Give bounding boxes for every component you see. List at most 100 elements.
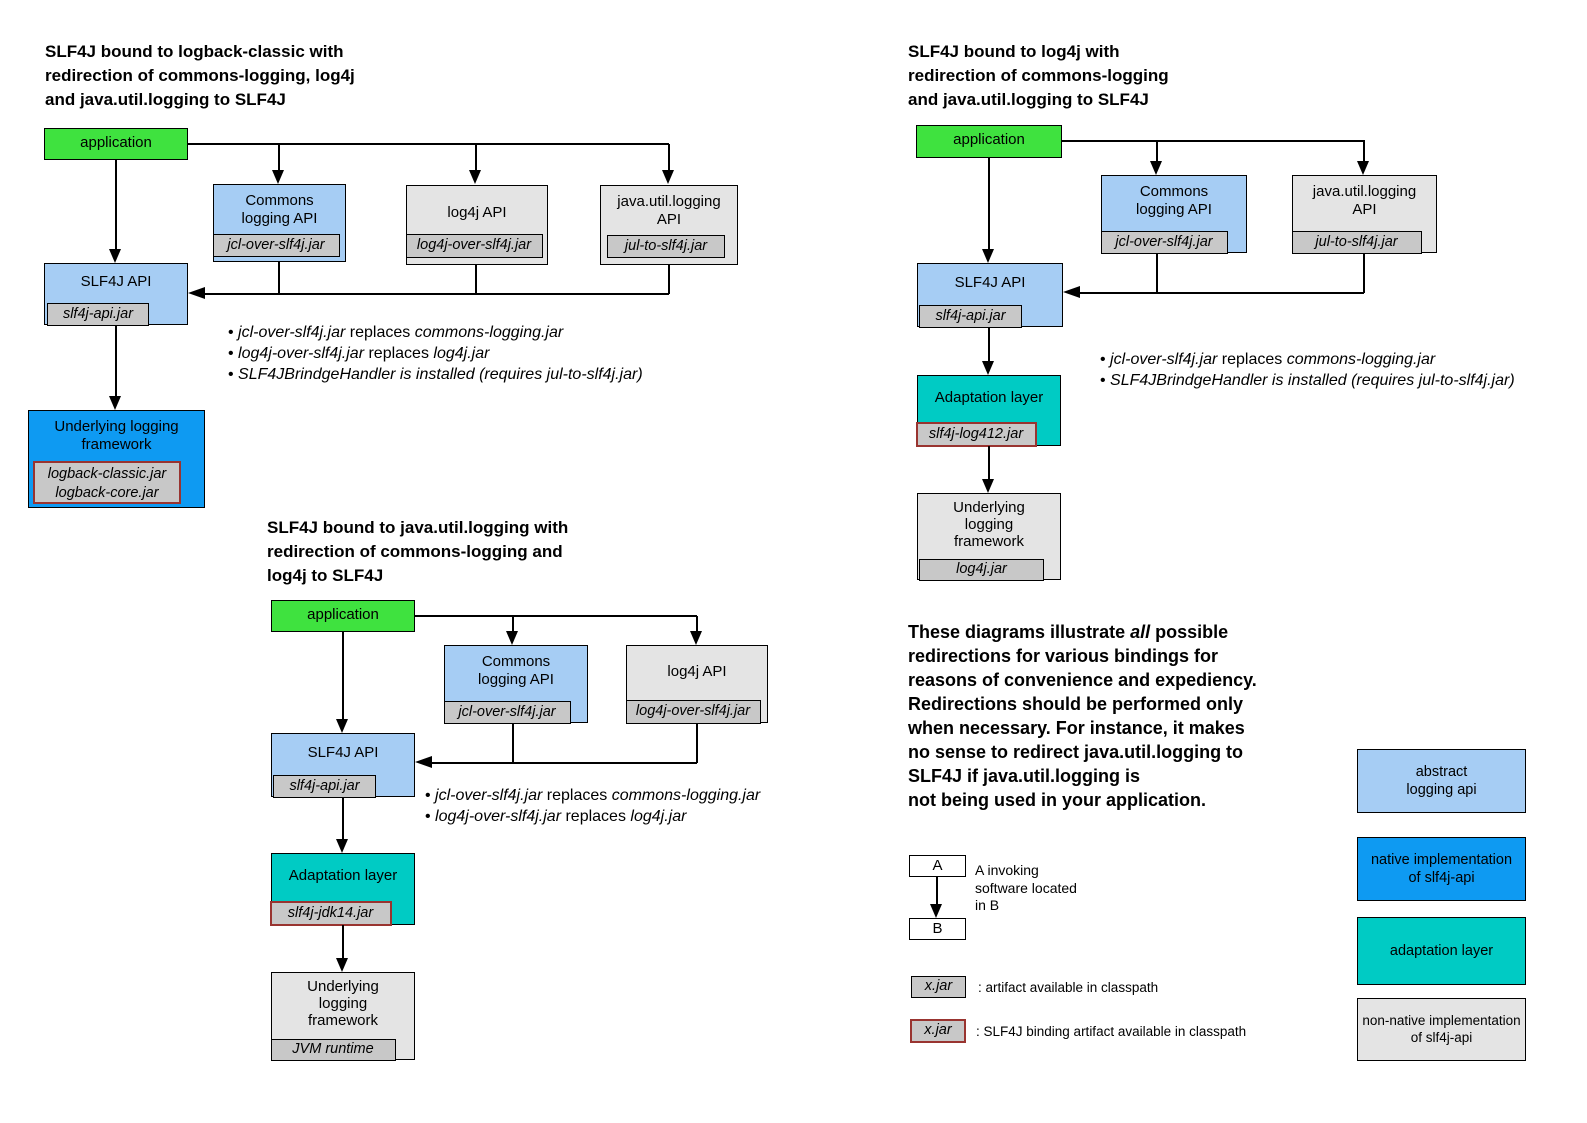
connector-line — [342, 797, 344, 839]
d2-commons-logging-api-box: Commons logging API jcl-over-slf4j.jar — [1100, 175, 1247, 254]
d1-bullet-1: • jcl-over-slf4j.jar replaces commons-lo… — [228, 324, 564, 341]
connector-line — [278, 144, 280, 171]
d3-application-label: application — [307, 606, 379, 623]
d3-bullet-1: • jcl-over-slf4j.jar replaces commons-lo… — [425, 787, 761, 804]
d1-slf4j-api-label: SLF4J API — [80, 273, 152, 290]
d3-bullet-notes: • jcl-over-slf4j.jar replaces commons-lo… — [425, 785, 760, 827]
legend-b-label: B — [932, 920, 943, 937]
connector-line — [278, 262, 280, 294]
arrowhead-left — [188, 287, 205, 299]
diagram1-title: SLF4J bound to logback-classic with redi… — [45, 42, 355, 109]
connector-line — [342, 632, 344, 719]
connector-line — [988, 327, 990, 361]
arrowhead-down — [469, 170, 481, 184]
d2-application-label: application — [953, 131, 1025, 148]
diagram2-title: SLF4J bound to log4j with redirection of… — [908, 42, 1169, 109]
d1-application-label: application — [80, 134, 152, 151]
legend-adaptation-layer-box: adaptation layer — [1357, 917, 1526, 985]
legend-adaptation-layer-label: adaptation layer — [1389, 943, 1494, 959]
d3-commons-logging-api-box: Commons logging API jcl-over-slf4j.jar — [443, 645, 588, 724]
d2-underlying-framework-label: Underlying logging framework — [953, 499, 1025, 550]
arrowhead-down — [982, 249, 994, 263]
connector-line — [696, 723, 698, 763]
d2-bullet-2: • SLF4JBrindgeHandler is installed (requ… — [1100, 372, 1515, 389]
connector-line — [1363, 253, 1365, 293]
d1-log4j-api-box: log4j API log4j-over-slf4j.jar — [405, 185, 548, 265]
d1-bullet-3: • SLF4JBrindgeHandler is installed (requ… — [228, 366, 643, 383]
legend-abstract-api-label: abstract logging api — [1406, 764, 1477, 798]
arrowhead-down — [690, 631, 702, 645]
connector-line — [512, 723, 514, 763]
arrowhead-down — [272, 170, 284, 184]
d2-slf4j-api-box: SLF4J API slf4j-api.jar — [917, 263, 1063, 328]
arrowhead-down — [336, 719, 348, 733]
d3-slf4j-api-jar-tag: slf4j-api.jar — [273, 774, 376, 798]
d1-jcl-over-slf4j-jar-tag: jcl-over-slf4j.jar — [212, 234, 340, 257]
legend-a-box: A — [909, 855, 966, 877]
d3-jvm-runtime-jar-tag: JVM runtime — [270, 1038, 396, 1061]
d1-log4j-over-slf4j-jar-tag: log4j-over-slf4j.jar — [405, 234, 543, 258]
connector-line — [696, 616, 698, 632]
legend-xjar-binding-box: x.jar — [910, 1019, 966, 1043]
d3-log4j-api-label: log4j API — [667, 663, 727, 680]
d1-slf4j-api-jar-tag: slf4j-api.jar — [47, 302, 149, 326]
connector-line — [475, 265, 477, 294]
d1-jul-api-box: java.util.logging API jul-to-slf4j.jar — [600, 185, 738, 265]
d3-commons-logging-api-label: Commons logging API — [478, 653, 554, 688]
connector-line — [1080, 292, 1364, 294]
legend-native-impl-label: native implementation of slf4j-api — [1370, 852, 1513, 886]
d2-jul-api-box: java.util.logging API jul-to-slf4j.jar — [1291, 175, 1437, 254]
connector-line — [1062, 140, 1365, 142]
d1-commons-logging-api-label: Commons logging API — [241, 192, 318, 227]
legend-native-impl-box: native implementation of slf4j-api — [1357, 837, 1526, 901]
d3-slf4j-jdk14-jar-tag: slf4j-jdk14.jar — [269, 900, 392, 926]
legend-xjar-caption: : artifact available in classpath — [978, 980, 1159, 995]
legend-nonnative-impl-box: non-native implementation of slf4j-api — [1357, 998, 1526, 1061]
d2-underlying-framework-box: Underlying logging framework log4j.jar — [917, 493, 1061, 581]
arrowhead-down — [336, 958, 348, 972]
d1-bullet-notes: • jcl-over-slf4j.jar replaces commons-lo… — [228, 322, 643, 385]
connector-line — [342, 925, 344, 958]
d2-commons-logging-api-label: Commons logging API — [1136, 183, 1212, 218]
d1-log4j-api-label: log4j API — [447, 204, 507, 221]
d3-application-box: application — [271, 600, 415, 632]
legend-xjar-box: x.jar — [911, 976, 966, 998]
d3-underlying-framework-box: Underlying logging framework JVM runtime — [270, 972, 415, 1061]
connector-line — [1363, 141, 1365, 162]
connector-line — [115, 325, 117, 396]
d2-log4j-jar-tag: log4j.jar — [919, 558, 1044, 581]
d2-jcl-over-slf4j-jar-tag: jcl-over-slf4j.jar — [1100, 230, 1228, 254]
connector-line — [512, 616, 514, 632]
d1-jul-to-slf4j-jar-tag: jul-to-slf4j.jar — [607, 235, 725, 258]
d2-slf4j-api-label: SLF4J API — [954, 274, 1026, 291]
d2-adaptation-layer-label: Adaptation layer — [934, 389, 1044, 406]
legend-ab-caption: A invoking software located in B — [975, 862, 1077, 913]
arrowhead-down — [506, 631, 518, 645]
d2-slf4j-log412-jar-tag: slf4j-log412.jar — [915, 421, 1037, 447]
d1-commons-logging-api-box: Commons logging API jcl-over-slf4j.jar — [212, 184, 346, 262]
d2-jul-api-label: java.util.logging API — [1312, 183, 1417, 218]
d2-application-box: application — [916, 125, 1062, 158]
d2-bullet-notes: • jcl-over-slf4j.jar replaces commons-lo… — [1100, 349, 1515, 391]
connector-line — [668, 265, 670, 294]
legend-abstract-api-box: abstract logging api — [1357, 749, 1526, 813]
arrowhead-down — [982, 361, 994, 375]
arrowhead-down — [662, 170, 674, 184]
arrowhead-down — [336, 839, 348, 853]
d1-jul-api-label: java.util.logging API — [617, 193, 721, 228]
d1-slf4j-api-box: SLF4J API slf4j-api.jar — [44, 263, 188, 326]
connector-line — [115, 160, 117, 249]
note-paragraph: These diagrams illustrate all possible r… — [908, 622, 1257, 810]
d3-slf4j-api-label: SLF4J API — [307, 744, 379, 761]
d1-underlying-framework-label: Underlying logging framework — [54, 418, 179, 453]
connector-line — [415, 615, 697, 617]
connector-line — [668, 144, 670, 171]
connector-line — [205, 293, 669, 295]
connector-line — [936, 877, 938, 905]
connector-line — [188, 143, 669, 145]
d2-bullet-1: • jcl-over-slf4j.jar replaces commons-lo… — [1100, 351, 1436, 368]
arrowhead-down — [109, 396, 121, 410]
connector-line — [475, 144, 477, 171]
connector-line — [988, 158, 990, 249]
